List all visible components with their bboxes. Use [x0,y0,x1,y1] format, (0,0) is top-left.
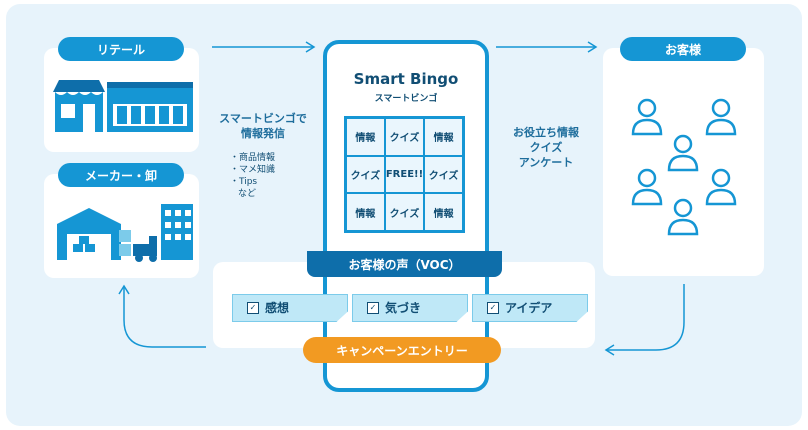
maker-label: メーカー・卸 [58,163,184,187]
arrow-customer-to-voc [606,284,685,351]
send-item: ・商品情報 [230,153,276,163]
campaign-entry-button[interactable]: キャンペーンエントリー [303,337,501,363]
voc-tag-text: アイデア [505,301,553,315]
bingo-cell[interactable]: クイズ [384,193,425,231]
send-item: など [238,189,257,199]
send-item: ・Tips [230,177,258,187]
voc-tag-insights: ✓ 気づき [352,294,468,322]
customer-card [603,48,764,276]
bingo-cell[interactable]: クイズ [384,118,425,156]
check-icon: ✓ [487,302,499,314]
send-item: ・マメ知識 [230,165,276,175]
app-name-kana: スマートビンゴ [374,94,438,104]
bingo-cell[interactable]: 情報 [424,193,463,231]
bingo-cell-free[interactable]: FREE!! [384,155,425,194]
arrow-voc-to-maker [123,286,206,348]
voc-tag-impressions: ✓ 感想 [232,294,348,322]
bingo-card: 情報 クイズ 情報 クイズ FREE!! クイズ 情報 クイズ 情報 [344,116,465,233]
bingo-cell[interactable]: 情報 [424,118,463,156]
bingo-cell[interactable]: 情報 [346,118,385,156]
bingo-cell[interactable]: クイズ [424,155,463,194]
voc-tag-text: 感想 [265,301,290,315]
voc-banner: お客様の声（VOC） [307,251,502,277]
customer-info-line: クイズ [529,141,563,154]
send-title-line2: 情報発信 [241,127,285,140]
voc-tag-text: 気づき [385,301,422,315]
warehouse-icon [57,204,193,262]
people-icon [631,98,737,236]
customer-label: お客様 [620,37,746,61]
voc-tag-ideas: ✓ アイデア [472,294,588,322]
app-name: Smart Bingo [353,70,459,88]
customer-info-line: アンケート [518,156,574,169]
check-icon: ✓ [367,302,379,314]
retail-label: リテール [58,37,184,61]
customer-info-line: お役立ち情報 [513,126,579,139]
bingo-cell[interactable]: クイズ [346,155,385,194]
send-title-line1: スマートビンゴで [219,112,307,125]
check-icon: ✓ [247,302,259,314]
bingo-cell[interactable]: 情報 [346,193,385,231]
store-icon [53,80,193,132]
